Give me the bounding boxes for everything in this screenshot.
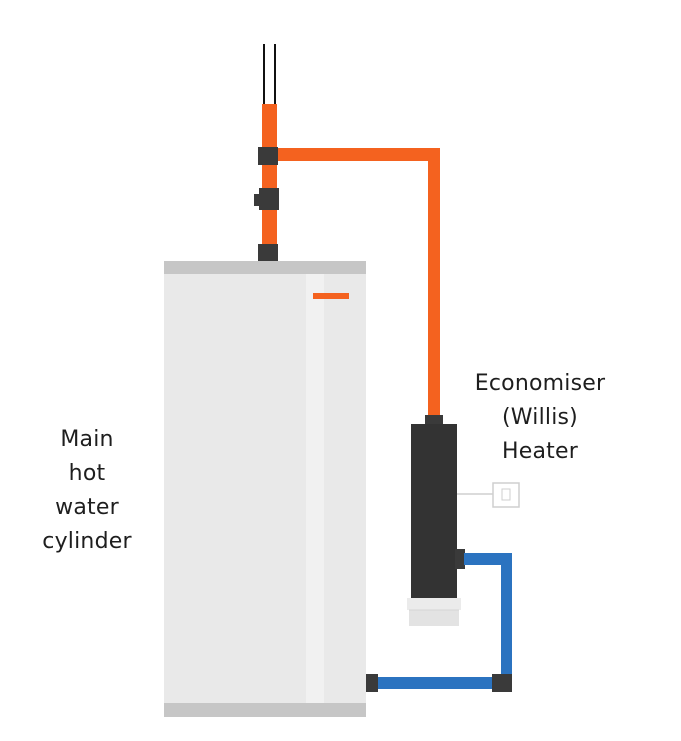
heater-label-line-2: (Willis) <box>502 405 578 430</box>
cylinder-indicator <box>313 293 349 299</box>
cylinder-bottom-cap <box>164 703 366 717</box>
cold-pipe-horizontal <box>374 677 504 689</box>
cylinder-highlight-strip <box>306 262 324 716</box>
heater-label-line-1: Economiser <box>474 371 606 396</box>
cylinder-top-cap <box>164 261 366 274</box>
cylinder-body <box>164 262 366 716</box>
cylinder-label-line-1: Main <box>60 427 114 452</box>
heater-base-upper <box>407 598 461 610</box>
cold-pipe-elbow-fitting <box>492 674 512 692</box>
hot-pipe-horizontal <box>270 148 440 161</box>
heater-side-connector <box>455 549 465 569</box>
riser-fitting-upper <box>258 147 278 165</box>
heater-label: Economiser (Willis) Heater <box>444 367 636 469</box>
heater-body <box>411 424 457 598</box>
hot-pipe-riser <box>262 104 277 250</box>
economiser-heater <box>407 415 465 626</box>
cylinder-label: Main hot water cylinder <box>18 423 156 559</box>
hot-pipe-drop <box>428 148 440 420</box>
riser-fitting-middle <box>259 188 279 210</box>
cold-pipe-heater-outlet <box>464 553 512 565</box>
riser-fitting-base <box>258 244 278 261</box>
cylinder-label-line-3: water <box>55 495 119 520</box>
heater-label-line-3: Heater <box>502 439 578 464</box>
cylinder-label-line-2: hot <box>68 461 106 486</box>
heater-base-lower <box>409 610 459 626</box>
cylinder-label-line-4: cylinder <box>42 529 132 554</box>
cold-pipe-vertical <box>501 553 512 687</box>
riser-fitting-middle-stub <box>254 194 260 206</box>
cold-pipe-cylinder-fitting <box>366 674 378 692</box>
main-cylinder <box>164 261 366 717</box>
electrical-switch-icon <box>492 482 520 508</box>
